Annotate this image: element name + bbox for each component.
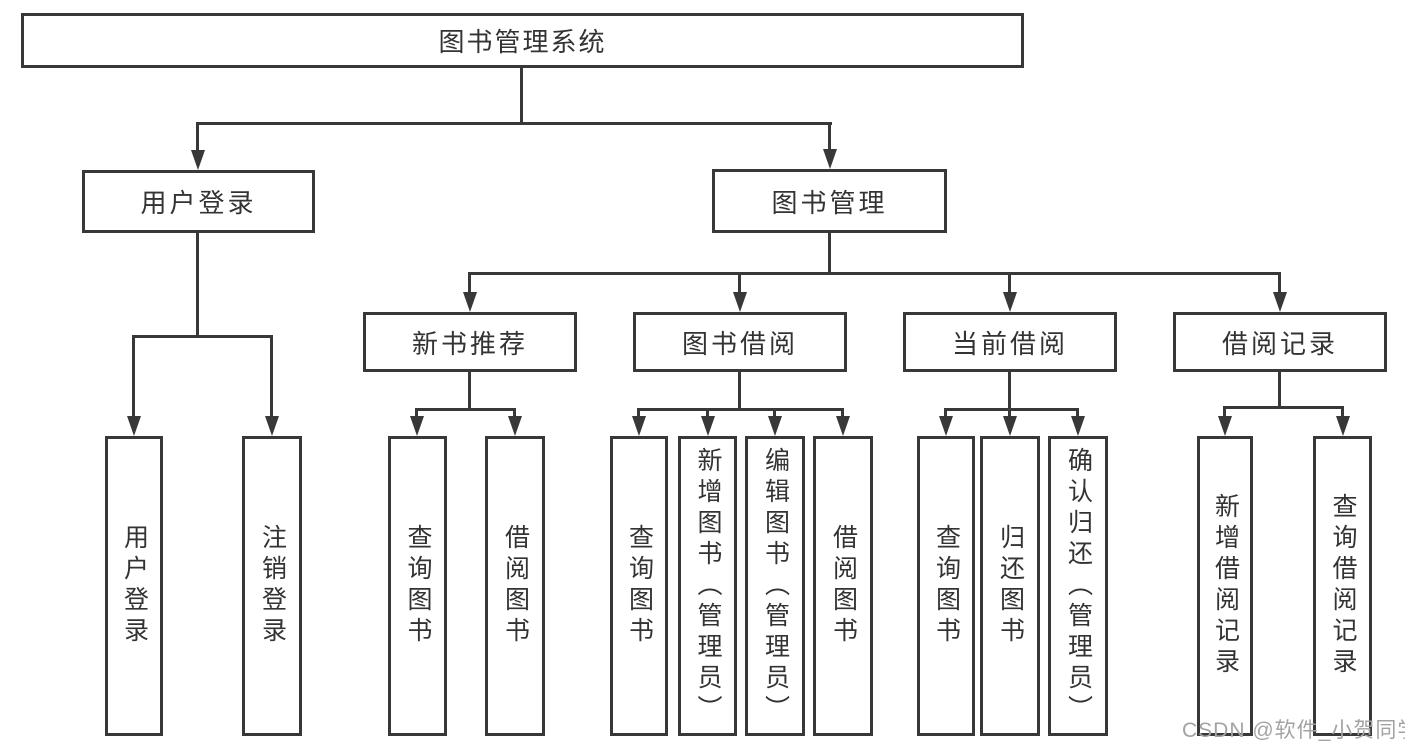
leaf-nb-query-books-label: 查询图书 xyxy=(404,524,432,648)
node-user-login-label: 用户登录 xyxy=(140,188,257,218)
node-book-mgmt-label: 图书管理 xyxy=(771,187,888,218)
connector-new-books-stem xyxy=(468,372,471,408)
arrowhead-ul-login xyxy=(127,416,141,436)
csdn-watermark: CSDN @软件_小贺同学 xyxy=(1182,719,1405,742)
connector-root-stem xyxy=(520,68,523,122)
node-book-borrow: 图书借阅 xyxy=(633,312,847,372)
connector-to-current-borrow xyxy=(1008,272,1011,294)
leaf-logout: 注销登录 xyxy=(242,436,302,736)
arrowhead-bb-borrow xyxy=(836,416,850,436)
connector-user-login-stem xyxy=(196,233,199,335)
leaf-user-login: 用户登录 xyxy=(105,436,163,736)
arrowhead-cb-confirm xyxy=(1071,416,1085,436)
arrowhead-cb-return xyxy=(1003,416,1017,436)
leaf-user-login-label: 用户登录 xyxy=(120,524,149,648)
connector-to-br-query xyxy=(1341,406,1344,418)
leaf-br-add-record: 新增借阅记录 xyxy=(1197,436,1253,736)
arrowhead-user-login xyxy=(191,150,205,170)
node-book-mgmt: 图书管理 xyxy=(712,169,947,233)
connector-to-new-books xyxy=(468,272,471,294)
connector-to-book-borrow xyxy=(738,272,741,294)
arrowhead-bb-query xyxy=(632,416,646,436)
leaf-nb-borrow-books: 借阅图书 xyxy=(485,436,545,736)
connector-to-nb-borrow xyxy=(513,408,516,418)
connector-root-to-user-login xyxy=(196,122,199,152)
node-user-login: 用户登录 xyxy=(82,170,315,233)
arrowhead-bb-add xyxy=(701,416,715,436)
connector-root-to-book-mgmt xyxy=(828,122,831,152)
connector-new-books-rail xyxy=(415,408,516,411)
leaf-cb-return-books-label: 归还图书 xyxy=(996,524,1025,648)
connector-to-bb-borrow xyxy=(841,408,844,418)
leaf-br-query-record-label: 查询借阅记录 xyxy=(1329,493,1357,679)
connector-root-rail xyxy=(196,122,832,125)
arrowhead-nb-borrow xyxy=(508,416,522,436)
leaf-bb-add-books-admin: 新增图书（管理员） xyxy=(678,436,737,736)
connector-book-mgmt-rail xyxy=(468,272,1281,275)
leaf-nb-query-books: 查询图书 xyxy=(388,436,447,736)
connector-to-borrow-records xyxy=(1278,272,1281,294)
connector-current-borrow-stem xyxy=(1008,372,1011,408)
node-book-borrow-label: 图书借阅 xyxy=(681,328,798,359)
node-current-borrow: 当前借阅 xyxy=(903,312,1117,372)
leaf-bb-borrow-books-label: 借阅图书 xyxy=(829,524,858,648)
arrowhead-borrow-records xyxy=(1273,292,1287,312)
leaf-cb-confirm-return-admin-label: 确认归还（管理员） xyxy=(1064,446,1093,726)
connector-to-cb-return xyxy=(1008,408,1011,418)
connector-book-borrow-rail xyxy=(637,408,844,411)
connector-book-mgmt-stem xyxy=(828,233,831,272)
leaf-bb-add-books-admin-label: 新增图书（管理员） xyxy=(694,446,722,726)
node-current-borrow-label: 当前借阅 xyxy=(951,328,1068,359)
node-root-label: 图书管理系统 xyxy=(438,27,607,57)
arrowhead-br-query xyxy=(1336,416,1350,436)
connector-to-cb-query xyxy=(944,408,947,418)
arrowhead-new-books xyxy=(463,292,477,312)
connector-to-bb-query xyxy=(637,408,640,418)
arrowhead-current-borrow xyxy=(1003,292,1017,312)
leaf-cb-confirm-return-admin: 确认归还（管理员） xyxy=(1048,436,1108,736)
node-root: 图书管理系统 xyxy=(21,13,1024,68)
leaf-br-add-record-label: 新增借阅记录 xyxy=(1211,493,1240,679)
node-new-books-label: 新书推荐 xyxy=(411,328,528,359)
leaf-br-query-record: 查询借阅记录 xyxy=(1313,436,1372,736)
node-new-books: 新书推荐 xyxy=(363,312,577,372)
connector-borrow-records-rail xyxy=(1223,406,1344,409)
leaf-cb-query-books: 查询图书 xyxy=(917,436,975,736)
connector-to-bb-add xyxy=(706,408,709,418)
leaf-bb-edit-books-admin-label: 编辑图书（管理员） xyxy=(761,446,790,726)
node-borrow-records-label: 借阅记录 xyxy=(1221,328,1338,359)
arrowhead-book-borrow xyxy=(733,292,747,312)
leaf-nb-borrow-books-label: 借阅图书 xyxy=(501,524,530,648)
leaf-cb-query-books-label: 查询图书 xyxy=(932,524,961,648)
connector-to-ul-logout xyxy=(270,335,273,417)
leaf-logout-label: 注销登录 xyxy=(258,524,287,648)
connector-to-br-add xyxy=(1223,406,1226,418)
leaf-cb-return-books: 归还图书 xyxy=(980,436,1040,736)
connector-to-nb-query xyxy=(415,408,418,418)
connector-to-cb-confirm xyxy=(1076,408,1079,418)
connector-book-borrow-stem xyxy=(738,372,741,408)
arrowhead-br-add xyxy=(1218,416,1232,436)
leaf-bb-borrow-books: 借阅图书 xyxy=(813,436,873,736)
leaf-bb-query-books: 查询图书 xyxy=(610,436,668,736)
connector-borrow-records-stem xyxy=(1278,372,1281,406)
connector-to-ul-login xyxy=(132,335,135,417)
arrowhead-nb-query xyxy=(410,416,424,436)
connector-to-bb-edit xyxy=(773,408,776,418)
arrowhead-ul-logout xyxy=(265,416,279,436)
connector-user-login-rail xyxy=(132,335,273,338)
arrowhead-bb-edit xyxy=(768,416,782,436)
leaf-bb-edit-books-admin: 编辑图书（管理员） xyxy=(745,436,805,736)
arrowhead-cb-query xyxy=(939,416,953,436)
connector-current-borrow-rail xyxy=(944,408,1079,411)
node-borrow-records: 借阅记录 xyxy=(1173,312,1387,372)
leaf-bb-query-books-label: 查询图书 xyxy=(625,524,654,648)
arrowhead-book-mgmt xyxy=(823,149,837,169)
